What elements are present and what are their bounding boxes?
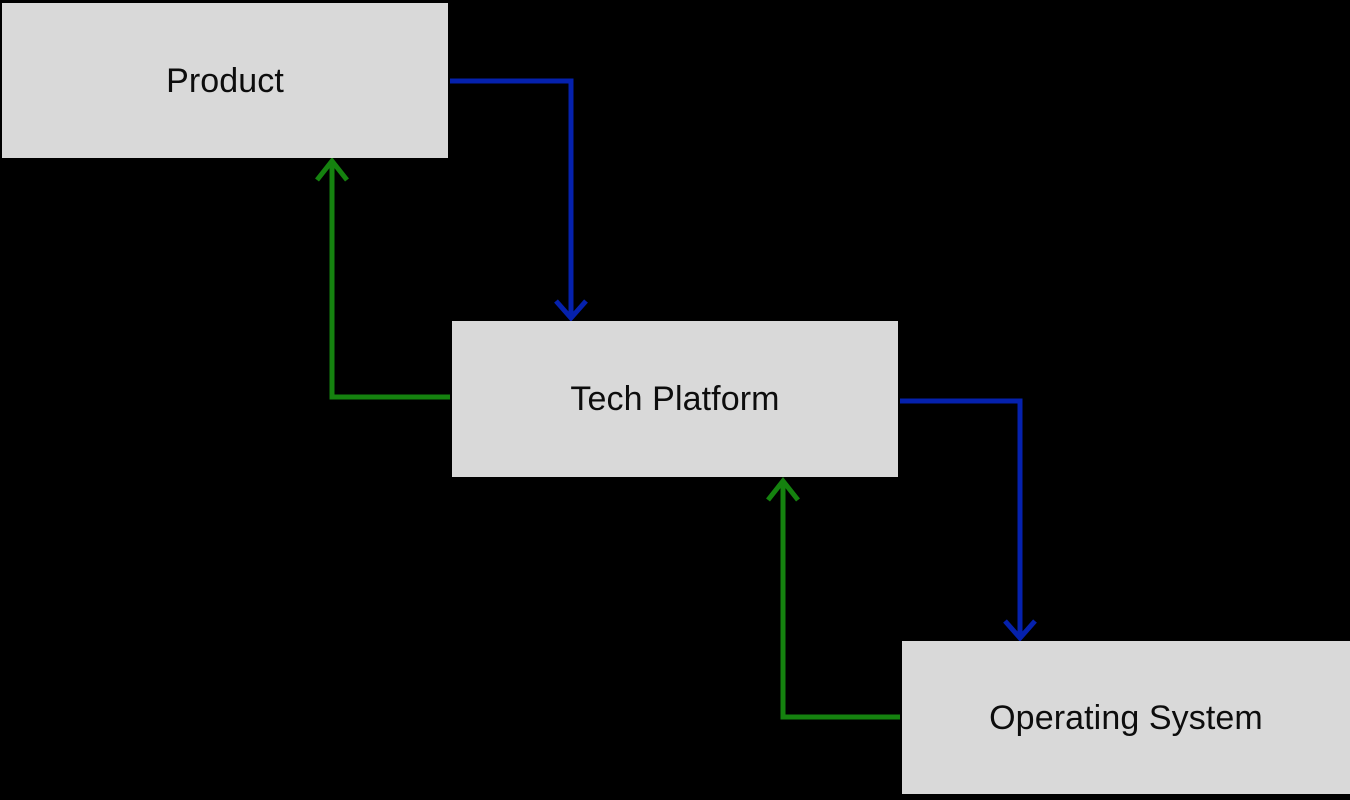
node-product[interactable]: Product bbox=[2, 3, 448, 158]
node-label-operating-system: Operating System bbox=[989, 698, 1263, 737]
node-operating-system[interactable]: Operating System bbox=[902, 641, 1350, 794]
node-label-tech-platform: Tech Platform bbox=[570, 380, 780, 418]
arrowhead-down-icon-product-to-techplatform bbox=[554, 299, 588, 322]
edge-line-operatingsystem-to-techplatform bbox=[780, 483, 900, 720]
arrowhead-up-icon-operatingsystem-to-techplatform bbox=[766, 476, 800, 502]
edge-line-techplatform-to-product bbox=[329, 163, 450, 400]
edge-line-product-to-techplatform bbox=[450, 78, 574, 316]
arrowhead-down-icon-techplatform-to-operatingsystem bbox=[1003, 619, 1037, 642]
edge-operatingsystem-to-techplatform bbox=[766, 476, 900, 720]
node-tech-platform[interactable]: Tech Platform bbox=[452, 321, 898, 477]
edge-techplatform-to-product bbox=[315, 156, 450, 400]
node-label-product: Product bbox=[166, 61, 284, 100]
edge-techplatform-to-operatingsystem bbox=[900, 398, 1037, 642]
arrowhead-up-icon-techplatform-to-product bbox=[315, 156, 349, 182]
edge-product-to-techplatform bbox=[450, 78, 588, 322]
edge-line-techplatform-to-operatingsystem bbox=[900, 398, 1023, 636]
